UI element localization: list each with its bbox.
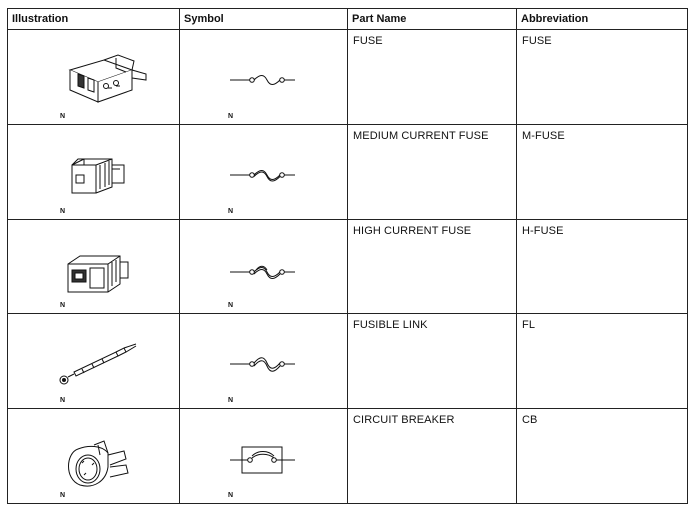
header-symbol: Symbol <box>179 8 348 30</box>
illustration-cell: N <box>7 408 180 504</box>
illustration-note: N <box>60 207 66 215</box>
part-name-cell: MEDIUM CURRENT FUSE <box>347 123 517 220</box>
symbol-note: N <box>228 397 234 405</box>
abbreviation-cell: CB <box>516 408 688 504</box>
blade-fuse-icon <box>68 54 147 103</box>
table-row: N N MEDIUM CURRENT FUSE <box>7 123 688 220</box>
part-name-cell: HIGH CURRENT FUSE <box>347 218 517 315</box>
medium-current-fuse-icon <box>71 158 125 194</box>
header-illustration: Illustration <box>7 8 180 30</box>
abbreviation-cell: FUSE <box>516 29 688 125</box>
table-row: N N FUSE FUSE <box>7 29 688 125</box>
part-name: CIRCUIT BREAKER <box>353 414 455 427</box>
symbol-note: N <box>228 302 234 310</box>
high-current-fuse-icon <box>67 255 129 293</box>
abbreviation: FUSE <box>522 35 552 47</box>
symbol-cell: N <box>179 218 348 315</box>
fusible-link-icon <box>59 343 137 385</box>
abbreviation-cell: M-FUSE <box>516 123 688 220</box>
table-row: N N FUSIBLE LINK <box>7 313 688 410</box>
part-name: FUSE <box>353 35 383 47</box>
table-row: N N HIGH CURRENT FUSE <box>7 218 688 315</box>
abbreviation: H-FUSE <box>522 224 564 237</box>
header-part-name: Part Name <box>347 8 517 30</box>
illustration-note: N <box>60 397 66 405</box>
fuse-symbol-icon <box>230 265 295 279</box>
part-name: HIGH CURRENT FUSE <box>353 224 472 237</box>
symbol-note: N <box>228 492 234 499</box>
part-name-cell: CIRCUIT BREAKER <box>347 408 517 504</box>
symbol-cell: N <box>179 313 348 410</box>
abbreviation-cell: FL <box>516 313 688 410</box>
symbol-cell: N <box>179 408 348 504</box>
illustration-note: N <box>60 302 66 310</box>
circuit-breaker-icon <box>68 440 129 487</box>
parts-table: Illustration Symbol Part Name Abbreviati… <box>7 8 688 504</box>
part-name-cell: FUSIBLE LINK <box>347 313 517 410</box>
abbreviation: M-FUSE <box>522 129 565 142</box>
illustration-cell: N <box>7 123 180 220</box>
fusible-link-symbol-icon <box>230 357 295 373</box>
fuse-symbol-icon <box>230 169 295 182</box>
abbreviation: CB <box>522 414 538 427</box>
part-name-cell: FUSE <box>347 29 517 125</box>
symbol-note: N <box>228 207 234 215</box>
illustration-cell: N <box>7 218 180 315</box>
illustration-cell: N <box>7 313 180 410</box>
fuse-symbol-icon <box>230 75 295 85</box>
circuit-breaker-symbol-icon <box>230 446 295 474</box>
symbol-note: N <box>228 112 234 120</box>
symbol-cell: N <box>179 123 348 220</box>
header-abbreviation: Abbreviation <box>516 8 688 30</box>
abbreviation: FL <box>522 319 536 332</box>
illustration-cell: N <box>7 29 180 125</box>
table-row: N N CIRCUIT BREAKER <box>7 408 688 504</box>
symbol-cell: N <box>179 29 348 125</box>
illustration-note: N <box>60 492 66 499</box>
illustration-note: N <box>60 112 66 120</box>
part-name: MEDIUM CURRENT FUSE <box>353 129 489 142</box>
part-name: FUSIBLE LINK <box>353 319 428 332</box>
abbreviation-cell: H-FUSE <box>516 218 688 315</box>
header-row: Illustration Symbol Part Name Abbreviati… <box>7 8 688 30</box>
